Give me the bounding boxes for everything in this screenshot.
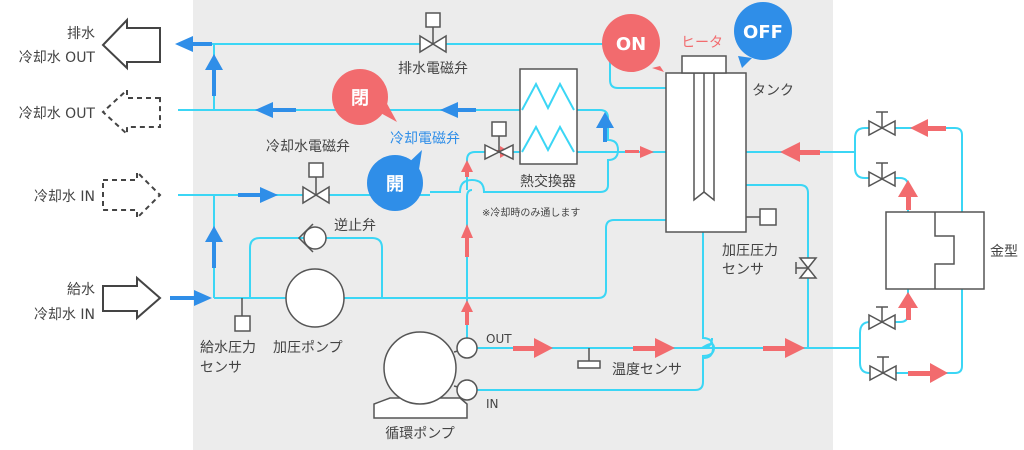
supply-in-label-1: 給水 <box>67 282 95 298</box>
tank-drain-valve[interactable] <box>795 257 818 279</box>
mold-label: 金型 <box>990 244 1018 260</box>
cooling-solenoid-valve[interactable] <box>484 121 514 161</box>
heater-off-bubble: OFF <box>734 2 792 68</box>
pressure-sensor <box>746 208 777 226</box>
mold-valve-3[interactable] <box>868 306 896 331</box>
heat-exchanger-note: ※冷却時のみ通します <box>482 206 580 219</box>
supply-sensor-label-2: センサ <box>200 360 242 376</box>
heater-on-text: ON <box>616 34 646 55</box>
temp-sensor-label: 温度センサ <box>612 362 682 378</box>
mold-valve-4[interactable] <box>869 356 897 382</box>
supply-in-label-2: 冷却水 IN <box>34 307 95 323</box>
valve-open-text: 開 <box>386 174 404 195</box>
drain-solenoid-valve[interactable] <box>419 12 447 54</box>
cooling-water-valve-label: 冷却水電磁弁 <box>266 139 350 155</box>
tank-label: タンク <box>752 83 794 99</box>
temperature-sensor <box>577 348 601 369</box>
pressure-sensor-label-2: センサ <box>722 262 764 278</box>
circulation-pump-label: 循環ポンプ <box>385 426 455 442</box>
cooling-out-label: 冷却水 OUT <box>19 106 96 122</box>
heater-label: ヒータ <box>681 35 723 51</box>
cooling-in-port-arrow <box>102 169 162 221</box>
supply-in-port-arrow <box>102 275 162 321</box>
check-valve-label: 逆止弁 <box>334 218 376 234</box>
drain-out-port-arrow <box>101 17 161 71</box>
cooling-in-label: 冷却水 IN <box>34 189 95 205</box>
booster-pump-label: 加圧ポンプ <box>273 340 343 356</box>
mold <box>885 211 985 290</box>
mold-valve-2[interactable] <box>868 162 896 188</box>
booster-pump <box>285 268 345 328</box>
check-valve <box>297 223 327 253</box>
cooling-out-port-arrow <box>101 87 161 137</box>
pump-in-label: IN <box>486 397 499 411</box>
supply-sensor-label-1: 給水圧力 <box>200 340 256 356</box>
valve-closed-bubble: 閉 <box>332 69 397 125</box>
circulation-pump <box>373 331 478 419</box>
cooling-valve-label: 冷却電磁弁 <box>390 131 460 147</box>
supply-pressure-sensor <box>234 298 251 332</box>
cooling-flow-arrows <box>170 36 614 306</box>
drain-valve-label: 排水電磁弁 <box>398 61 468 77</box>
mold-valve-1[interactable] <box>868 111 896 137</box>
heat-exchanger-label: 熱交換器 <box>520 173 576 190</box>
tank <box>665 55 747 233</box>
drain-out-label-1: 排水 <box>67 26 95 42</box>
pump-out-label: OUT <box>486 332 512 346</box>
cooling-water-solenoid-valve[interactable] <box>302 162 330 205</box>
heating-flow-arrows <box>461 119 948 383</box>
pressure-sensor-label-1: 加圧圧力 <box>722 243 778 259</box>
heat-exchanger <box>519 68 578 165</box>
valve-open-bubble: 開 <box>367 150 423 211</box>
heater-off-text: OFF <box>743 22 783 43</box>
drain-out-label-2: 冷却水 OUT <box>19 50 96 66</box>
valve-closed-text: 閉 <box>351 88 369 109</box>
heater-on-bubble: ON <box>602 14 664 72</box>
